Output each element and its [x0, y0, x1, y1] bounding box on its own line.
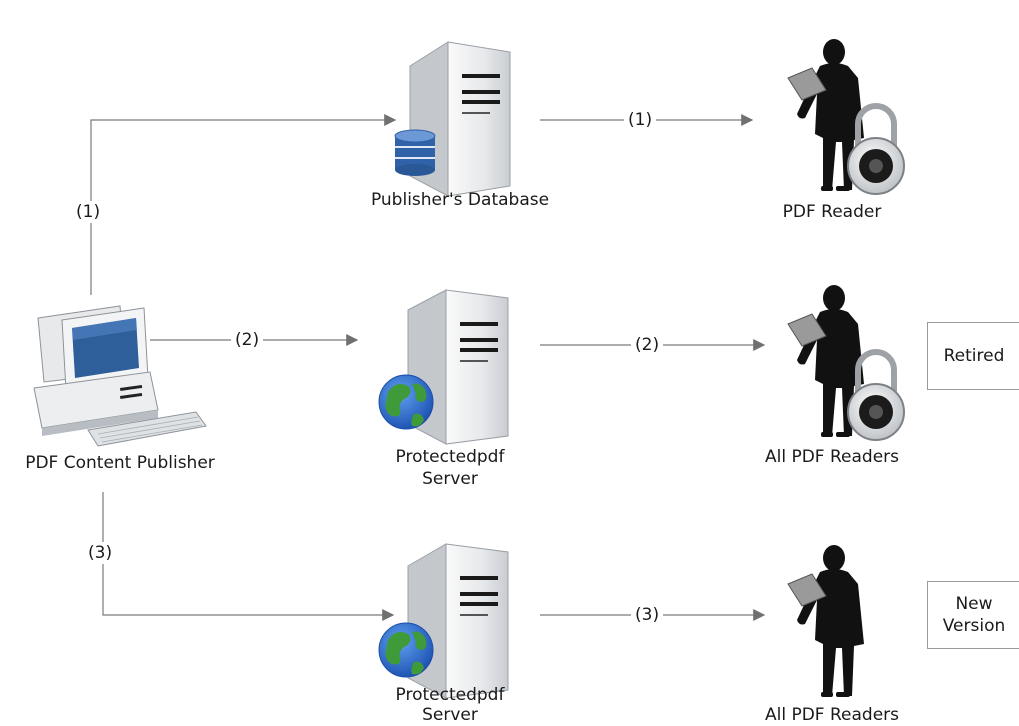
- globe-icon: [378, 622, 434, 678]
- edge-label-server-new-to-readers: (3): [631, 604, 664, 626]
- globe-icon: [378, 374, 434, 430]
- reader-3-label: All PDF Readers: [764, 705, 900, 725]
- status-box-new-version: New Version: [927, 581, 1019, 649]
- edge-label-publisher-to-database: (1): [72, 201, 105, 223]
- server-retired-label-line2: Server: [422, 469, 478, 489]
- edge-publisher-to-server-new: [102, 492, 395, 621]
- database-server-icon: [394, 41, 511, 197]
- businessman-with-padlock-icon: [787, 39, 905, 195]
- database-cylinder-icon: [394, 129, 436, 176]
- edge-label-database-to-reader: (1): [624, 109, 657, 131]
- businessman-with-padlock-icon: [787, 285, 905, 441]
- edge-label-publisher-to-server-new: (3): [84, 542, 117, 564]
- businessman-icon: [787, 545, 864, 697]
- reader-1-label: PDF Reader: [782, 202, 882, 222]
- database-label: Publisher's Database: [370, 190, 550, 210]
- padlock-icon: [847, 349, 905, 441]
- web-server-icon: [378, 543, 509, 699]
- server-new-label-line2: Server: [422, 705, 478, 725]
- reader-2-label: All PDF Readers: [764, 447, 900, 467]
- desktop-computer-icon: [33, 305, 207, 447]
- publisher-label: PDF Content Publisher: [25, 453, 215, 473]
- status-new-line2: Version: [942, 616, 1006, 636]
- server-new-label-line1: Protectedpdf: [395, 685, 505, 705]
- web-server-icon: [378, 289, 509, 445]
- padlock-icon: [847, 103, 905, 195]
- status-new-line1: New: [955, 594, 993, 614]
- server-retired-label-line1: Protectedpdf: [395, 447, 505, 467]
- status-box-retired: Retired: [927, 322, 1019, 390]
- status-retired-label: Retired: [943, 346, 1005, 366]
- edge-label-publisher-to-server-retired: (2): [231, 329, 264, 351]
- edge-publisher-to-database: [90, 114, 397, 295]
- edge-label-server-retired-to-readers: (2): [631, 334, 664, 356]
